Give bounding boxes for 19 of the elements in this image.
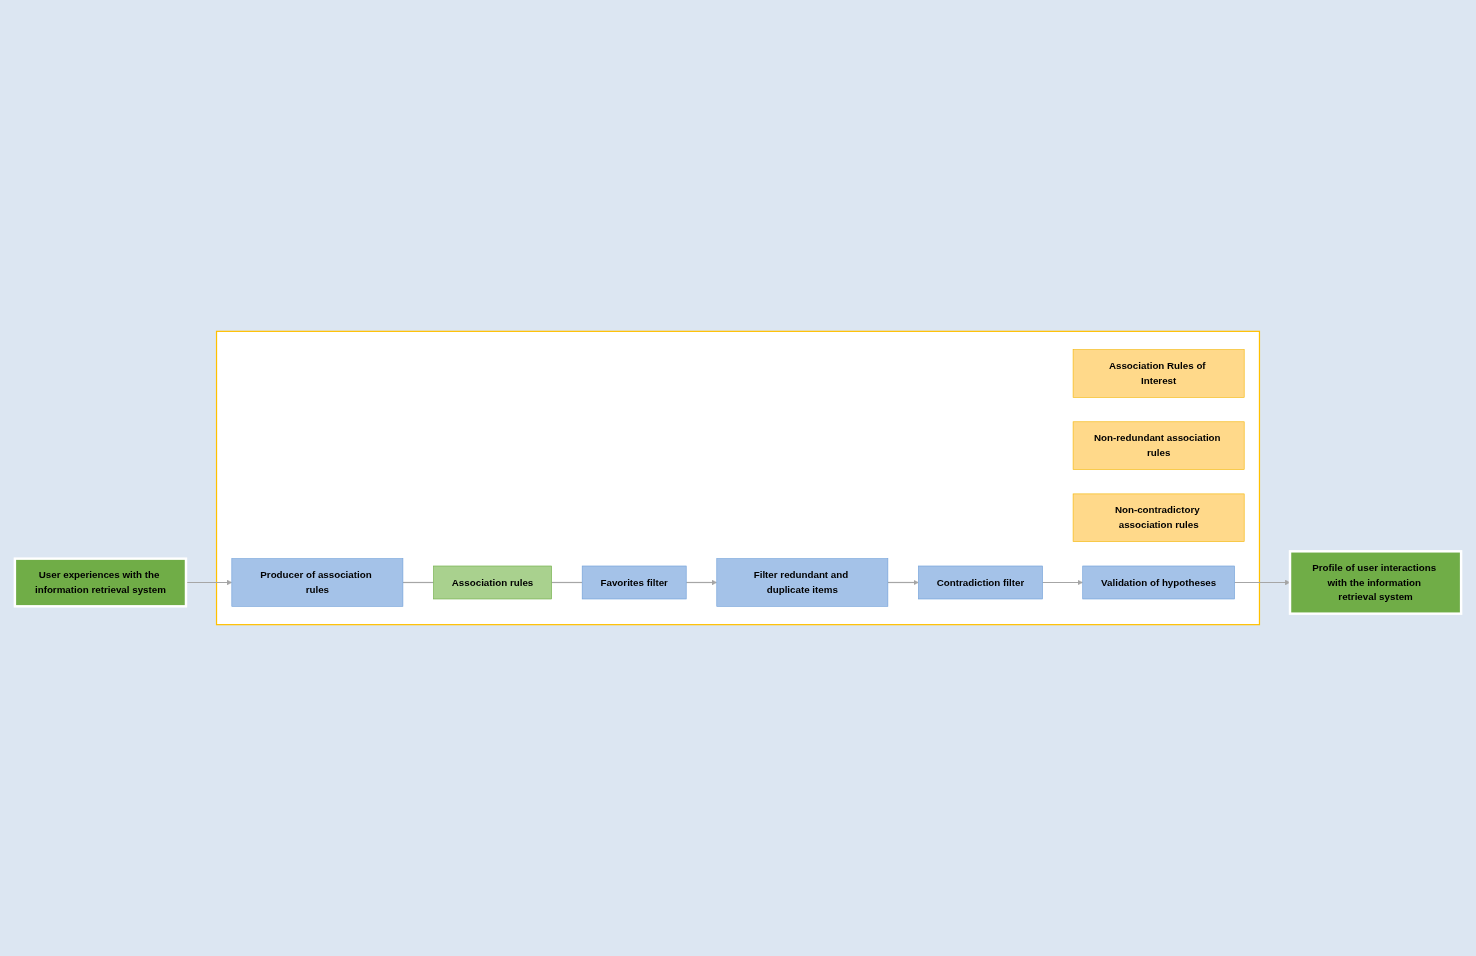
node-box: User experiences with the information retrieval system: [13, 557, 188, 608]
node-box: Association rules: [433, 565, 552, 600]
connector: [551, 581, 583, 584]
node-box: Non-contradictory association rules: [1072, 493, 1245, 542]
node-box: Non-redundant association rules: [1072, 421, 1245, 470]
arrow: [1233, 579, 1291, 586]
node-box: Favorites filter: [581, 565, 687, 600]
node-box: Contradiction filter: [918, 565, 1043, 600]
node-box: Validation of hypotheses: [1082, 565, 1235, 600]
node-box: Producer of association rules: [231, 558, 404, 607]
arrow: [1041, 579, 1083, 586]
node-box: Filter redundant and duplicate items: [716, 558, 889, 607]
node-box: Association Rules of Interest: [1072, 349, 1245, 398]
cluster: [215, 330, 1261, 626]
connector: [402, 581, 435, 584]
arrow: [685, 579, 717, 586]
arrow: [887, 579, 919, 586]
node-box: Profile of user interactions with the information retrieval system: [1288, 550, 1463, 615]
arrow: [185, 579, 233, 586]
